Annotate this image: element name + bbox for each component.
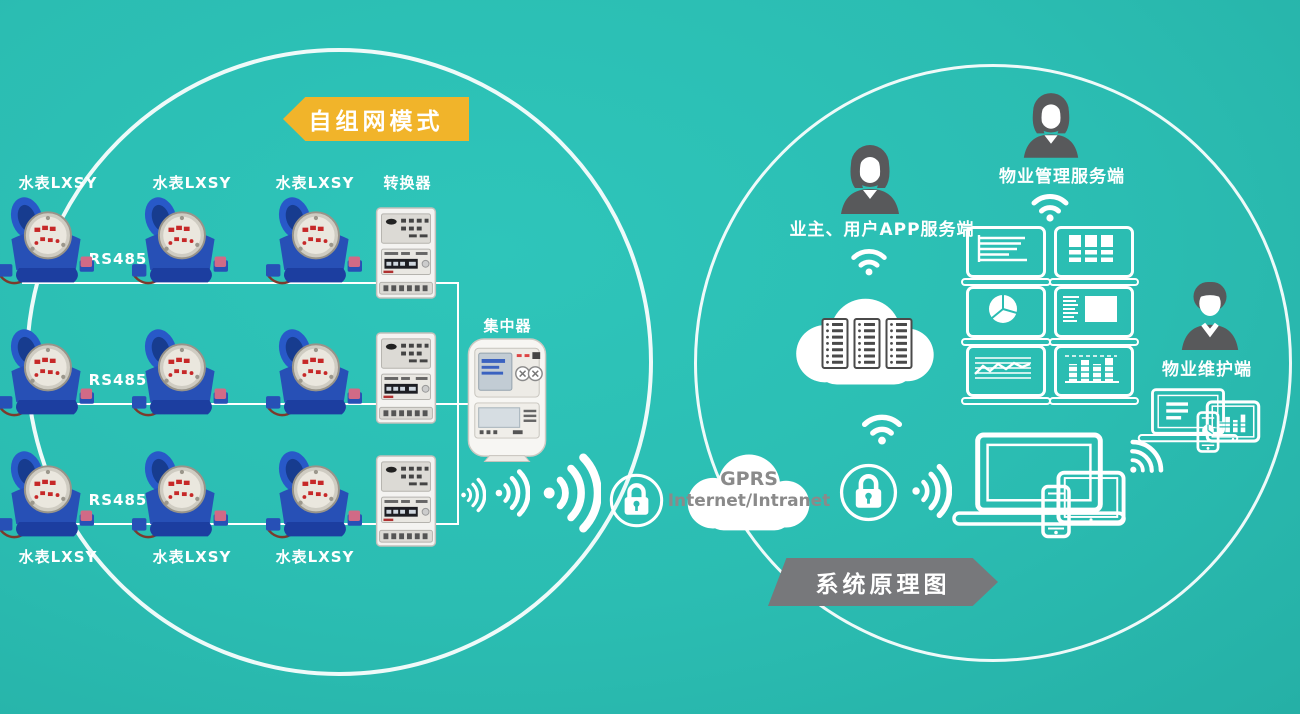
server-rack-icon [821,317,849,370]
pie-chart-icon [989,295,1018,323]
owner-app-label: 业主、用户APP服务端 [789,220,975,240]
right-circle-outline [694,64,1292,662]
concentrator-label: 集中器 [483,317,532,335]
server-rack-icon [885,317,913,370]
security-lock-icon [608,472,665,529]
converter-label: 转换器 [383,174,432,192]
wifi-icon [846,243,892,276]
maintenance-avatar [1178,280,1242,350]
line-chart-icon [974,357,1031,379]
rs485-label-1: RS485 [88,250,148,268]
maintenance-label: 物业维护端 [1162,360,1252,380]
right-banner-label: 系统原理图 [815,572,951,598]
document-report-icon [1063,296,1117,322]
right-banner: 系统原理图 [768,558,998,606]
meter-label-bottom-1: 水表LXSY [18,548,98,566]
meter-label-top-1: 水表LXSY [18,174,98,192]
security-lock-icon [838,462,899,523]
wifi-icon [1026,188,1074,222]
monitor-document-report [1049,286,1139,346]
water-meter-icon [266,447,362,547]
gprs-line1: GPRS [720,467,778,490]
column-chart-icon [1065,355,1119,383]
converter-device-icon [374,454,438,548]
rs485-label-2: RS485 [88,371,148,389]
wifi-transmit-icon [460,477,486,513]
monitor-bar-report [961,226,1051,286]
monitor-grid-report [1049,226,1139,286]
monitor-column-report [1049,345,1139,405]
concentrator-device-icon [466,336,548,464]
bar-report-icon [977,235,1027,262]
gprs-line2: Internet/Intranet [667,491,831,512]
monitor-line-report [961,345,1051,405]
wifi-transmit-icon [494,468,530,518]
left-banner-label: 自组网模式 [308,109,444,135]
water-meter-icon [132,447,228,547]
rs485-bus-line-3 [22,523,458,525]
water-meter-icon [0,325,94,425]
water-meter-icon [266,193,362,293]
meter-label-top-3: 水表LXSY [275,174,355,192]
management-avatar [1021,90,1081,158]
rs485-label-3: RS485 [88,491,148,509]
water-meter-icon [132,325,228,425]
wifi-icon [856,408,908,445]
maintenance-phone-icon [1196,411,1220,453]
maintenance-laptop-icon [1136,388,1240,443]
bus-trunk-line [457,282,459,525]
server-rack-icon [853,317,881,370]
water-meter-icon [132,193,228,293]
rs485-bus-line-2 [22,403,470,405]
wifi-transmit-icon [541,450,601,536]
client-phone-icon [1041,484,1071,539]
meter-label-bottom-3: 水表LXSY [275,548,355,566]
meter-label-bottom-2: 水表LXSY [152,548,232,566]
water-meter-icon [0,447,94,547]
water-meter-icon [266,325,362,425]
grid-report-icon [1069,235,1113,262]
rs485-bus-line-1 [22,282,458,284]
converter-device-icon [374,206,438,300]
wifi-transmit-icon [910,463,952,519]
maintenance-tablet-icon [1205,400,1261,443]
gprs-cloud-text: GPRS Internet/Intranet [668,455,831,525]
management-label: 物业管理服务端 [999,167,1125,187]
left-banner: 自组网模式 [283,97,469,141]
converter-device-icon [374,331,438,425]
meter-label-top-2: 水表LXSY [152,174,232,192]
monitor-pie-report [961,286,1051,346]
water-meter-icon [0,193,94,293]
owner-user-avatar [838,142,902,214]
